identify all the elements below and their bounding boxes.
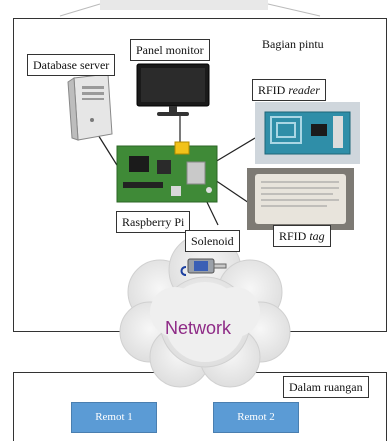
rfid-tag-label-italic: tag [309,229,325,243]
raspberry-pi-board [116,141,218,203]
panel-monitor-label: Panel monitor [130,39,210,61]
rfid-tag-label: RFID tag [273,225,331,247]
network-cloud [119,233,291,388]
door-section-title: Bagian pintu [262,37,324,51]
solenoid-label: Solenoid [185,230,240,252]
monitor-icon [136,63,210,116]
rfid-reader-image [255,102,360,164]
rfid-tag-label-prefix: RFID [279,229,310,243]
indoor-section-label: Dalam ruangan [283,376,369,398]
database-server-icon [67,73,113,141]
solenoid-icon [180,258,227,276]
network-label: Network [165,318,232,338]
rfid-tag-image [247,168,354,230]
rfid-reader-label-prefix: RFID [258,83,289,97]
database-server-label: Database server [27,54,116,76]
top-strip-decoration [59,0,321,17]
rfid-reader-label-italic: reader [288,83,320,97]
remote-2-button[interactable]: Remot 2 [213,402,299,433]
raspberry-pi-label: Raspberry Pi [116,211,191,233]
rfid-reader-label: RFID reader [252,79,326,101]
remote-1-button[interactable]: Remot 1 [71,402,157,433]
